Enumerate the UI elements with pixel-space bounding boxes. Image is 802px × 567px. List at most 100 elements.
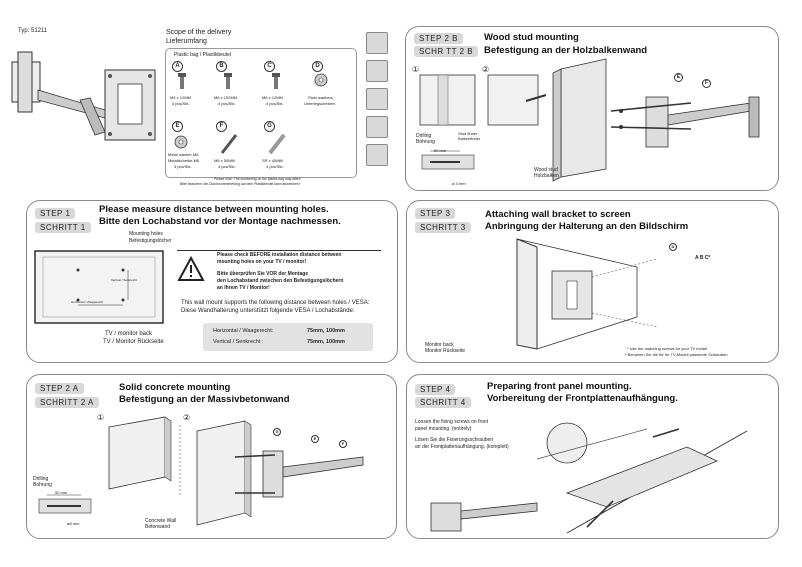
monitor-back-en: Monitor back (425, 342, 454, 348)
step-1-vertical: Vertical / Senkrecht (111, 278, 137, 282)
vesa-row2-value: 75mm, 100mm (307, 339, 345, 345)
step-2b-num1: ① (412, 65, 420, 74)
step-2b-label: STEP 2 B (414, 33, 463, 44)
screw-f-icon (220, 134, 238, 154)
screw-c-icon (272, 73, 280, 89)
step-3-monitor-drawing (516, 238, 658, 350)
anchor-g-icon (268, 133, 286, 155)
scope-box: Plastic bag / Plastikbeutel A M4 x 12MM … (165, 48, 357, 178)
step-2a-drill-diagram (38, 494, 92, 514)
warning-triangle-icon (177, 255, 205, 281)
step-2b-drill-en: Drilling (416, 133, 432, 139)
vesa-en: This wall mount supports the following d… (181, 300, 370, 306)
concrete-wall-drawing (108, 416, 364, 526)
step-2b-drill-de: Bohrung (416, 139, 435, 145)
item-a-letter: A (172, 61, 183, 72)
scope-note-de: Bitte beachten: die Durchnummerierung au… (180, 182, 300, 186)
vesa-table: Horizontal / Waagerecht: 75mm, 100mm Ver… (203, 323, 373, 351)
step-2a-callout-f: F (339, 440, 347, 448)
item-g-letter: G (264, 121, 275, 132)
step-2a-label: STEP 2 A (35, 383, 84, 394)
item-f-name: M6 x 50MM (214, 158, 235, 163)
item-f-qty: 4 pcs/Stk. (218, 164, 236, 169)
bag-label: Plastic bag / Plastikbeutel (174, 52, 231, 58)
item-a-name: M4 x 12MM (170, 95, 191, 100)
step-3-label: STEP 3 (415, 208, 456, 219)
tv-back-en: TV / monitor back (105, 331, 153, 337)
concrete-wall-en: Concrete Wall (145, 518, 177, 524)
step-2a-panel: STEP 2 A SCHRITT 2 A Solid concrete moun… (26, 374, 397, 539)
step-2a-title: Solid concrete mounting (119, 382, 231, 393)
step-4-title-de: Vorbereitung der Frontplattenaufhängung. (487, 393, 678, 404)
warn-de-1: Bitte überprüfen Sie VOR der Montage (217, 271, 309, 277)
step-2b-title-de: Befestigung an der Holzbalkenwand (484, 45, 648, 56)
item-c-qty: 4 pcs/Stk. (266, 101, 284, 106)
wall-mount-product-image (11, 51, 156, 141)
step-2a-dim2: ø8 mm (67, 521, 80, 526)
tv-back-de: TV / Monitor Rückseite (103, 339, 164, 345)
item-d-letter: D (312, 61, 323, 72)
step-4-text-en-1: Loosen the fixing screws on front (415, 419, 489, 425)
stud-finder-en: Stud finder (458, 131, 478, 136)
step-2a-label-de: SCHRITT 2 A (35, 397, 99, 408)
vesa-row1-label: Horizontal / Waagerecht: (213, 328, 274, 334)
warning-divider (177, 250, 381, 251)
warn-en-2: mounting holes on your TV / monitor! (217, 259, 307, 265)
vesa-de: Diese Wandhalterung unterstützt folgende… (181, 308, 355, 314)
vesa-row1-value: 75mm, 100mm (307, 328, 345, 334)
step-2a-num1: ① (97, 413, 105, 422)
screw-b-icon (224, 73, 232, 89)
step-2b-callout-e: E (674, 73, 683, 82)
step-3-note-en: * Use the matching screws for your TV mo… (627, 346, 708, 351)
stud-wall-drawing (419, 74, 547, 126)
item-e-qty: 3 pcs/Stk. (174, 164, 192, 169)
step-3-label-de: SCHRITT 3 (415, 222, 471, 233)
scope-title-de: Lieferumfang (166, 38, 207, 45)
step-3-callout-d: D (669, 243, 677, 251)
monitor-back-de: Monitor Rückseite (425, 348, 466, 354)
step-4-text-de-1: Lösen Sie die Fixierungsschrauben (415, 437, 494, 443)
item-e-letter: E (172, 121, 183, 132)
item-c-letter: C (264, 61, 275, 72)
step-2b-dim2: ø 3 mm (452, 181, 466, 186)
item-b-name: M6 x 152MM (214, 95, 238, 100)
item-b-letter: B (216, 61, 227, 72)
screw-a-icon (178, 73, 186, 89)
step-4-label-de: SCHRITT 4 (415, 397, 471, 408)
step-2b-wall-bracket (552, 58, 760, 182)
stud-finder-de: Balkenfinder (458, 136, 481, 141)
step-2a-drill-de: Bohrung (33, 482, 52, 488)
warn-en-1: Please check BEFORE installation distanc… (217, 252, 342, 258)
item-b-qty: 4 pcs/Stk. (218, 101, 236, 106)
vesa-row2-label: Vertical / Senkrecht : (213, 339, 264, 345)
step-4-text-en-2: panel mounting. (entirely) (415, 426, 472, 432)
item-f-letter: F (216, 121, 227, 132)
wood-stud-de: Holzbalken (534, 173, 559, 179)
step-2b-title: Wood stud mounting (484, 32, 579, 43)
step-2a-callout-e: E (311, 435, 319, 443)
washer-e-icon (174, 135, 188, 149)
holes-en: Mounting holes (129, 231, 163, 237)
step-2a-title-de: Befestigung an der Massivbetonwand (119, 394, 290, 405)
washer-d-icon (314, 73, 328, 87)
item-g-qty: 4 pcs/Stk. (266, 164, 284, 169)
step-3-screws: A B C* (695, 255, 711, 261)
step-1-label: STEP 1 (35, 208, 76, 219)
warn-de-2: den Lochabstand zwischen den Befestigung… (217, 278, 344, 284)
type-label: Typ: 51211 (18, 28, 48, 34)
item-e-name2: Metallscheibe M6 (168, 158, 200, 163)
concrete-wall-de: Betonwand (145, 524, 171, 530)
step-2b-label-de: SCHR TT 2 B (414, 46, 479, 57)
step-3-panel: STEP 3 SCHRITT 3 Attaching wall bracket … (406, 200, 779, 363)
step-1-panel: STEP 1 SCHRITT 1 Please measure distance… (26, 200, 398, 363)
step-1-title: Please measure distance between mounting… (99, 204, 329, 215)
step-2a-drill-en: Drilling (33, 476, 49, 482)
tool-wrench-icon (366, 116, 388, 138)
tool-screwdriver-icon (366, 88, 388, 110)
step-4-label: STEP 4 (415, 384, 456, 395)
step-2b-callout-f: F (702, 79, 711, 88)
step-2a-num2: ② (183, 413, 191, 422)
step-2b-panel: STEP 2 B SCHR TT 2 B Wood stud mounting … (405, 26, 779, 191)
step-4-text-de-2: an der Frontplattenaufhängung. (komplett… (415, 444, 509, 450)
warn-de-3: an Ihrem TV / Monitor! (217, 285, 270, 291)
